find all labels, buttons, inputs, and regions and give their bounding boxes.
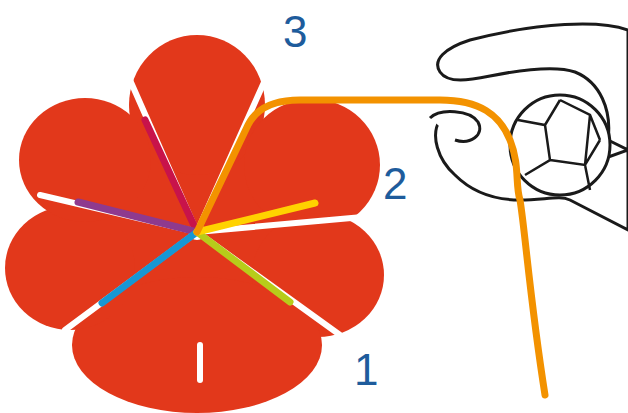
hand-thumb (430, 112, 480, 142)
yarn-ball (510, 95, 610, 195)
callout-number: 1 (354, 348, 378, 392)
callout-number: 3 (283, 10, 307, 54)
orange-yarn (197, 100, 545, 395)
yarn-spokes (78, 120, 315, 303)
petal-slits (40, 80, 385, 380)
callout-number: 2 (383, 162, 407, 206)
flower-petals (5, 35, 384, 413)
